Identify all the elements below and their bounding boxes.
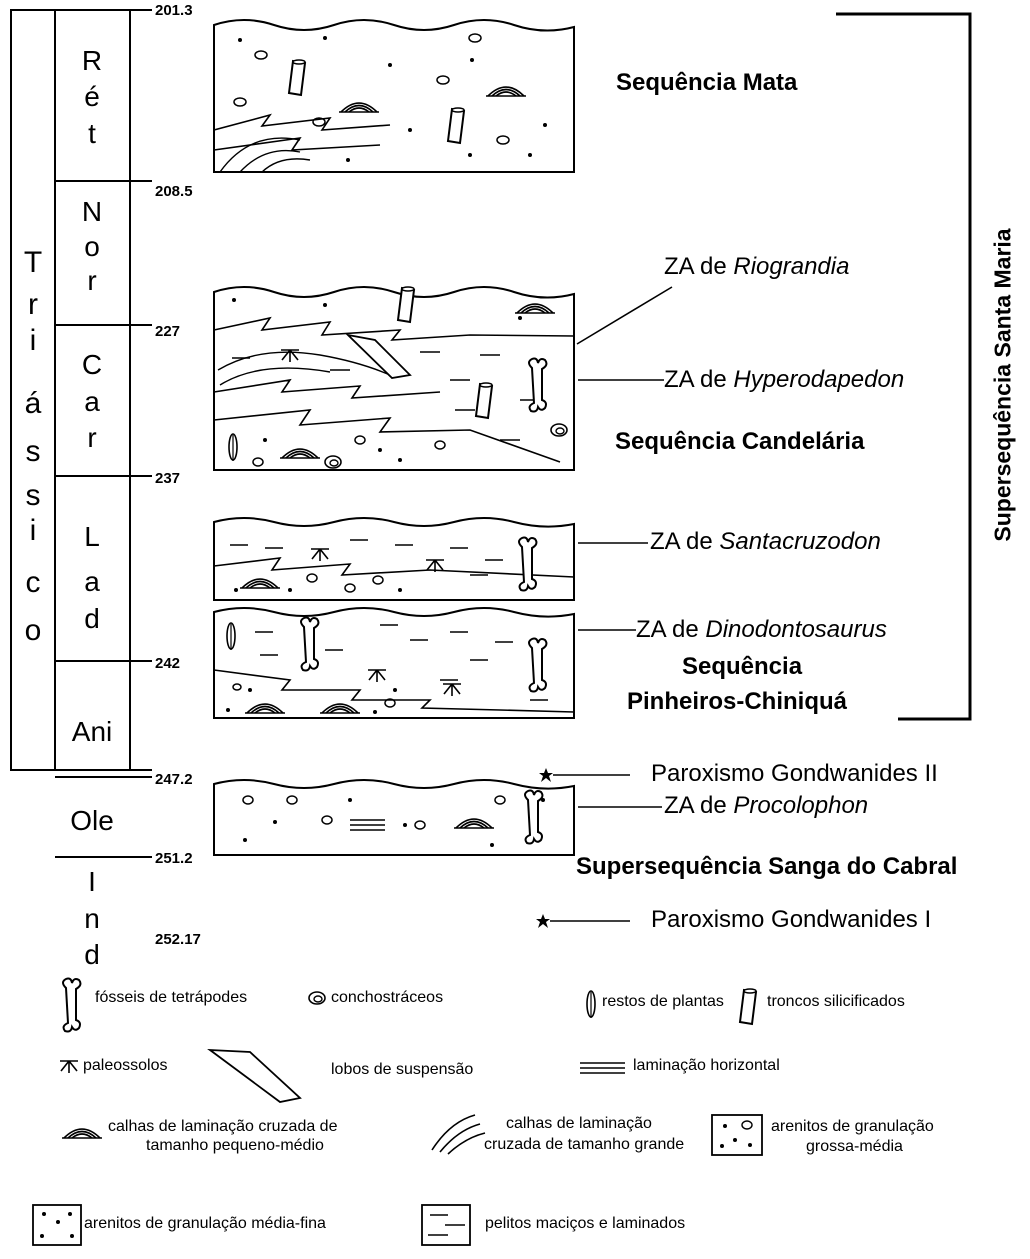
legend-large-troughs-2: cruzada de tamanho grande [484,1136,684,1154]
large-trough-icon [432,1115,485,1154]
suspension-lobe-icon [210,1050,300,1102]
fine-sand-icon [33,1205,81,1245]
pelite-icon [422,1205,470,1245]
legend-pelites: pelitos maciços e laminados [485,1215,685,1233]
legend-trunks: troncos silicificados [767,993,905,1011]
legend-coarse-sand-2: grossa-média [806,1138,903,1156]
legend-small-troughs-1: calhas de laminação cruzada de [108,1118,337,1136]
legend-large-troughs-1: calhas de laminação [506,1115,652,1133]
legend-coarse-sand-1: arenitos de granulação [771,1118,934,1136]
legend-conchostracans: conchostráceos [331,989,443,1007]
legend-plants: restos de plantas [602,993,724,1011]
legend-paleosols: paleossolos [83,1057,168,1075]
legend-fine-sand: arenitos de granulação média-fina [84,1215,326,1233]
trunk-icon [740,989,756,1024]
legend-tetrapods: fósseis de tetrápodes [95,989,247,1007]
paleosol-icon [60,1061,78,1073]
plant-icon [587,991,595,1018]
legend-horizontal-lamination: laminação horizontal [633,1057,780,1075]
legend-small-troughs-2: tamanho pequeno-médio [146,1137,324,1155]
coarse-sand-icon [712,1115,762,1155]
tetrapod-icon [63,979,80,1032]
legend-suspension-lobes: lobos de suspensão [331,1061,473,1079]
small-trough-icon [62,1129,102,1138]
horizontal-lamination-icon [580,1063,625,1073]
conchostracan-icon [309,992,325,1004]
